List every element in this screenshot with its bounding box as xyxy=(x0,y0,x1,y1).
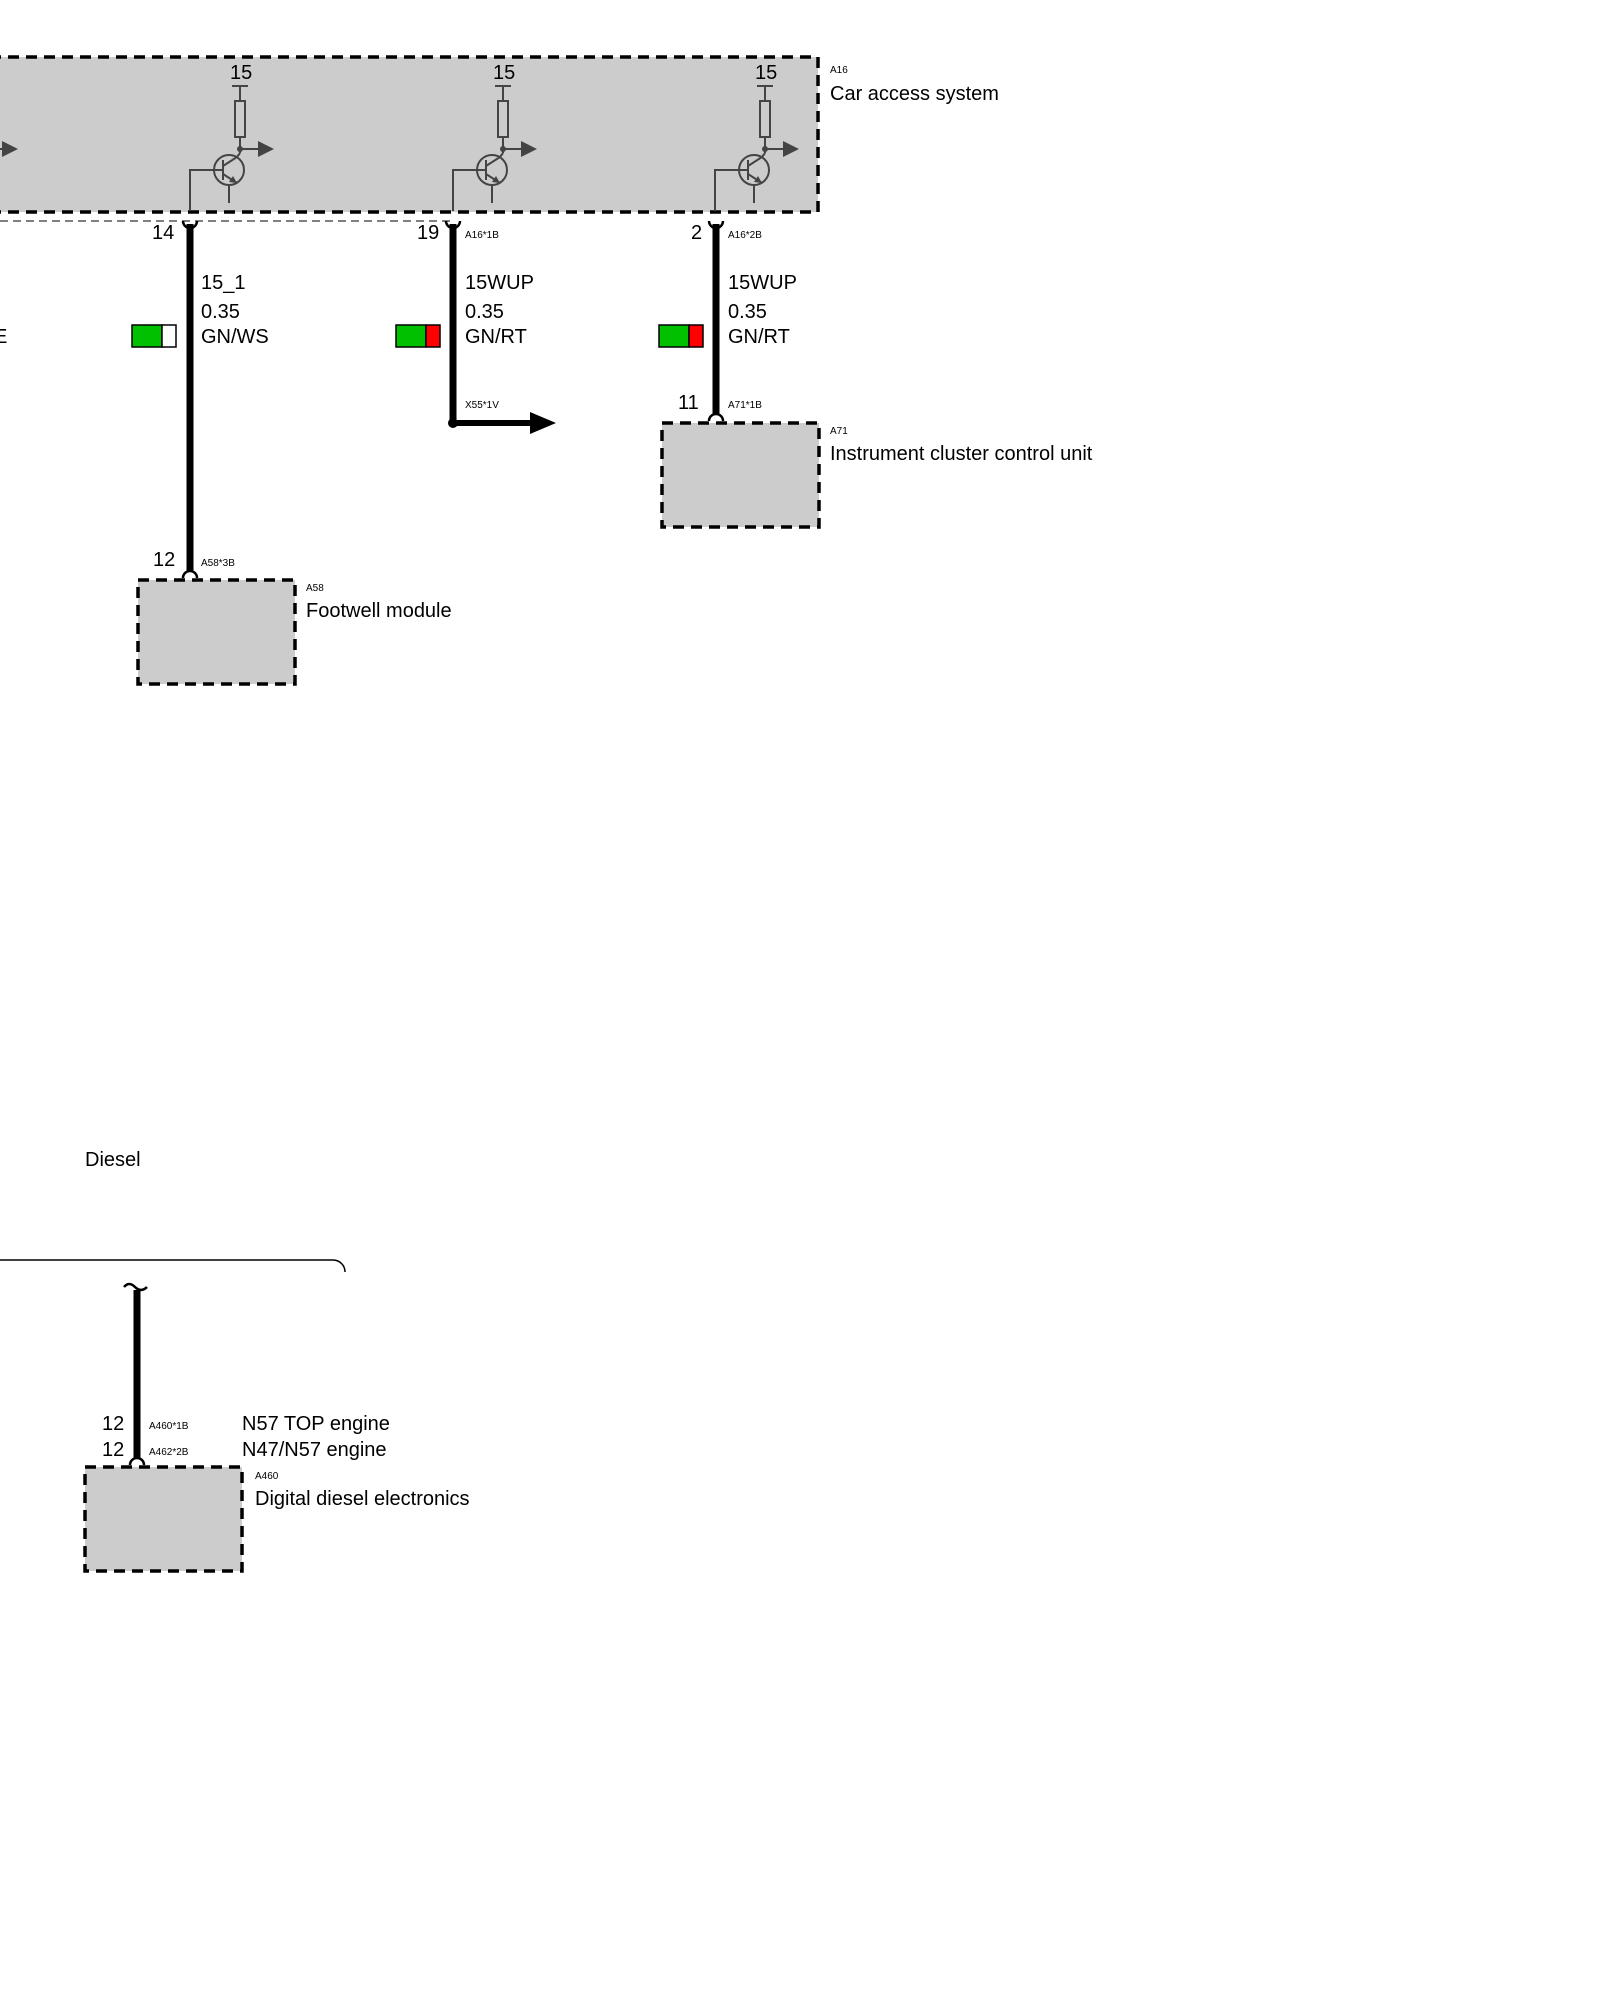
output-arrow xyxy=(521,141,537,157)
module-a58: A58 Footwell module xyxy=(136,578,452,686)
output-arrow xyxy=(783,141,799,157)
diesel-section-label: Diesel xyxy=(85,1149,141,1171)
module-a71: A71 Instrument cluster control unit xyxy=(660,421,1093,529)
wire-color-swatch xyxy=(395,324,441,348)
diesel-section: Diesel 12 A460*1B N57 TOP engine 12 A462… xyxy=(0,1149,390,1466)
output-arrow xyxy=(258,141,274,157)
wire-signal: 15WUP xyxy=(728,272,797,294)
wire-end-connector: A58*3B xyxy=(201,558,235,569)
module-a71-code: A71 xyxy=(830,426,848,437)
variant-bracket xyxy=(0,1259,346,1273)
diesel-connector-top: A460*1B xyxy=(149,1421,189,1432)
wire-color-code: GN/RT xyxy=(465,326,527,348)
wire-pin: 19 xyxy=(417,222,439,244)
wire-gauge: 0.35 xyxy=(201,301,240,323)
wire-color-swatch xyxy=(658,324,704,348)
supply-label: 15 xyxy=(230,62,252,84)
module-a460-name: Digital diesel electronics xyxy=(255,1488,470,1510)
module-a58-box xyxy=(136,578,297,686)
wire-connector: A16*1B xyxy=(465,230,499,241)
output-stage-1: 15 xyxy=(189,62,274,211)
wire-color-swatch xyxy=(131,324,177,348)
module-a460-box xyxy=(83,1465,244,1573)
wire-end-connector: X55*1V xyxy=(465,400,499,411)
wire-break-symbol xyxy=(123,1282,148,1292)
wire-color-code: GN/RT xyxy=(728,326,790,348)
module-a71-name: Instrument cluster control unit xyxy=(830,443,1093,465)
wire-signal: 15WUP xyxy=(465,272,534,294)
continuation-arrow xyxy=(530,412,556,434)
wire-15wup-x55: 19 A16*1B 15WUP 0.35 GN/RT X55*1V xyxy=(395,220,556,434)
wire-signal: 15_1 xyxy=(201,272,246,294)
diesel-variant-bottom: N47/N57 engine xyxy=(242,1439,387,1461)
cut-arrow-left xyxy=(0,141,18,157)
wire-connector: A16*2B xyxy=(728,230,762,241)
wire-end-pin: 12 xyxy=(153,549,175,571)
supply-label: 15 xyxy=(755,62,777,84)
module-a460: A460 Digital diesel electronics xyxy=(83,1465,470,1573)
wire-gauge: 0.35 xyxy=(728,301,767,323)
module-a58-code: A58 xyxy=(306,583,324,594)
diesel-pin-top: 12 xyxy=(102,1413,124,1435)
supply-label: 15 xyxy=(493,62,515,84)
connector-pin-end xyxy=(181,569,199,579)
wire-end-connector: A71*1B xyxy=(728,400,762,411)
connector-pin-end xyxy=(128,1456,146,1466)
module-a16-box xyxy=(0,55,820,214)
module-a460-code: A460 xyxy=(255,1471,279,1482)
wire-gauge: 0.35 xyxy=(465,301,504,323)
output-stage-2: 15 xyxy=(452,62,537,211)
wire-end-pin: 11 xyxy=(678,392,699,414)
wire-15wup-a71: 2 A16*2B 15WUP 0.35 GN/RT 11 A71*1B xyxy=(658,220,797,422)
module-a71-box xyxy=(660,421,821,529)
diesel-connector-bottom: A462*2B xyxy=(149,1447,189,1458)
wire-pin: 14 xyxy=(152,222,174,244)
module-a58-name: Footwell module xyxy=(306,600,452,622)
output-stage-3: 15 xyxy=(714,62,799,211)
module-a16-code: A16 xyxy=(830,65,848,76)
diesel-pin-bottom: 12 xyxy=(102,1439,124,1461)
module-a16: A16 Car access system 15 15 xyxy=(0,55,999,222)
wire-pin: 2 xyxy=(691,222,702,244)
left-edge-fragment: E xyxy=(0,326,7,348)
wire-15-1: 14 15_1 0.35 GN/WS 12 A58*3B xyxy=(131,220,269,579)
connector-pin-end xyxy=(707,412,725,422)
wire-color-code: GN/WS xyxy=(201,326,269,348)
diesel-variant-top: N57 TOP engine xyxy=(242,1413,390,1435)
module-a16-name: Car access system xyxy=(830,83,999,105)
